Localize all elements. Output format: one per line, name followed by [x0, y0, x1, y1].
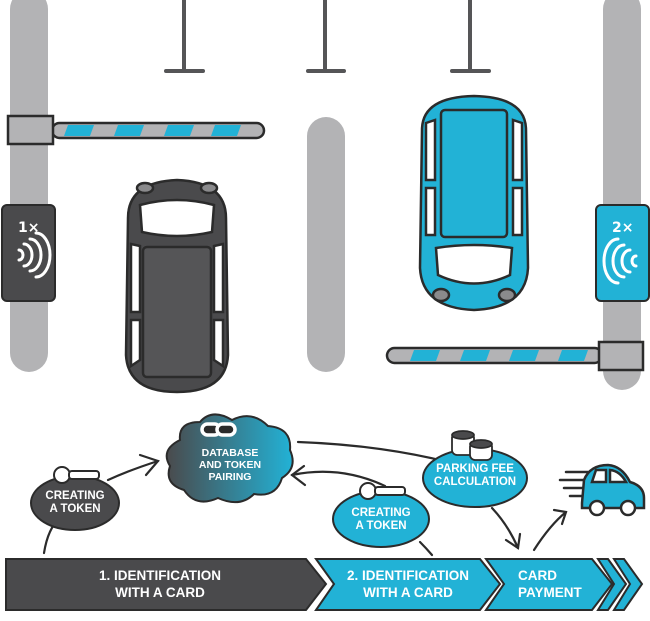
- step-1-shape: [5, 558, 328, 611]
- label-line: PARKING FEE: [436, 463, 514, 475]
- bubble-creating-token-1: [30, 466, 120, 531]
- chevron-1: [596, 558, 628, 611]
- bubble-creating-token-1-label: CREATING A TOKEN: [31, 490, 119, 516]
- label-line: CARD: [518, 568, 557, 583]
- label-line: CALCULATION: [433, 476, 517, 489]
- step-1-label: 1. IDENTIFICATION WITH A CARD: [60, 568, 260, 602]
- label-line: WITH A CARD: [363, 584, 453, 600]
- contactless-icon: [602, 237, 638, 285]
- reader-2-count: 2×: [612, 220, 634, 236]
- label-line: CREATING: [351, 507, 411, 519]
- step-2-label: 2. IDENTIFICATION WITH A CARD: [334, 568, 482, 602]
- label-line: PAYMENT: [518, 584, 582, 600]
- lane-divider: [307, 117, 345, 372]
- left-barrier-arm: [6, 114, 266, 146]
- label-line: 1. IDENTIFICATION: [98, 568, 221, 583]
- departing-car-icon: [558, 463, 646, 517]
- coins-icon: [451, 430, 493, 461]
- step-3-shape: [484, 558, 614, 611]
- label-line: PAIRING: [208, 471, 252, 484]
- link-icon: [200, 422, 237, 437]
- dark-car: [124, 178, 230, 394]
- left-barrier-post: [10, 0, 48, 372]
- parking-space-markers: [164, 0, 491, 73]
- flow-arrows: [42, 440, 568, 557]
- bubble-creating-token-2-label: CREATING A TOKEN: [333, 507, 429, 533]
- bubble-database-label: DATABASE AND TOKEN PAIRING: [180, 447, 280, 483]
- label-line: CREATING: [45, 490, 105, 502]
- right-barrier-arm: [385, 340, 645, 372]
- bubble-parking-fee: [422, 430, 528, 508]
- step-2-shape: [314, 558, 502, 611]
- label-line: 2. IDENTIFICATION: [346, 568, 469, 583]
- right-barrier-post: [603, 0, 641, 390]
- label-line: A TOKEN: [355, 520, 407, 533]
- card-reader-1: [1, 204, 56, 302]
- label-line: DATABASE: [201, 447, 259, 459]
- contactless-icon: [17, 231, 52, 279]
- label-line: A TOKEN: [49, 503, 101, 516]
- step-3-label: CARD PAYMENT: [504, 568, 596, 602]
- key-icon: [53, 466, 100, 484]
- reader-1-count: 1×: [18, 220, 40, 236]
- bubble-parking-fee-label: PARKING FEE CALCULATION: [423, 463, 527, 489]
- bubble-creating-token-2: [332, 482, 430, 548]
- blue-car: [418, 94, 530, 312]
- label-line: AND TOKEN: [198, 459, 262, 472]
- chevron-2: [612, 558, 644, 611]
- key-icon: [359, 482, 406, 500]
- step-bar: [5, 558, 644, 611]
- label-line: WITH A CARD: [115, 584, 205, 600]
- bubble-database-pairing: [165, 413, 294, 504]
- card-reader-2: [595, 204, 650, 302]
